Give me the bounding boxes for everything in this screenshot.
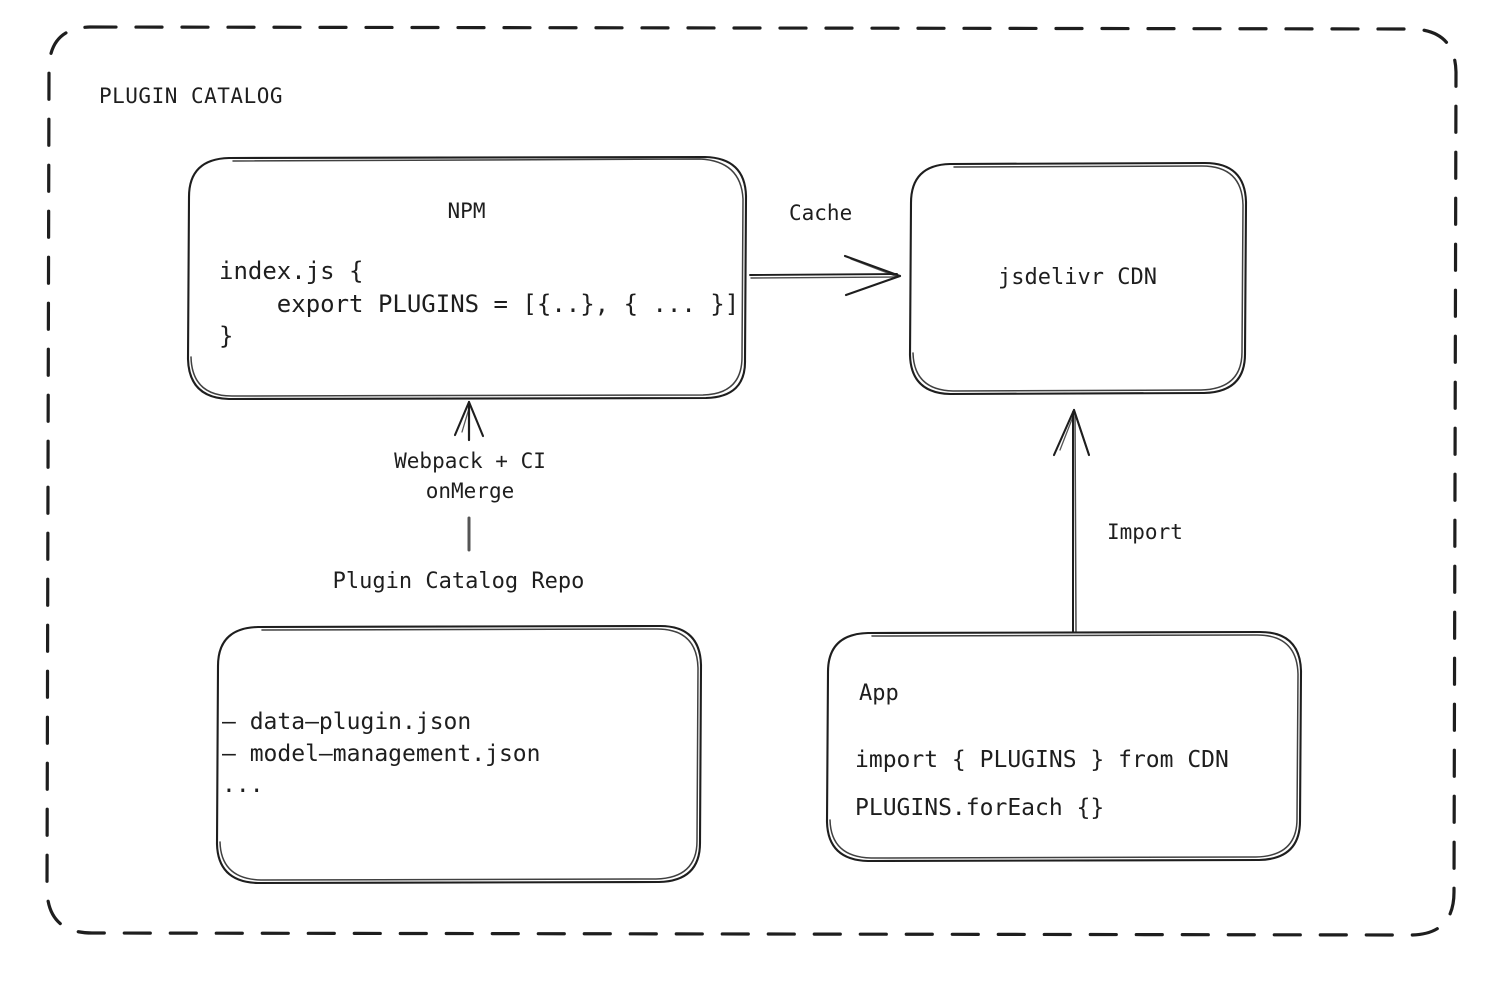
app-code-line-import: import { PLUGINS } from CDN [855, 747, 1229, 773]
npm-node-title: NPM [447, 199, 486, 223]
app-node-title: App [859, 681, 899, 706]
webpack-edge-label: Webpack + CI onMerge [394, 449, 546, 503]
app-node-code: import { PLUGINS } from CDN PLUGINS.forEa… [855, 736, 1229, 833]
cache-edge-label: Cache [789, 201, 853, 225]
import-edge-label: Import [1107, 520, 1183, 544]
cdn-node-title: jsdelivr CDN [998, 265, 1157, 290]
npm-node-code: index.js { export PLUGINS = [{..}, { ...… [219, 257, 740, 351]
repo-node-title: Plugin Catalog Repo [332, 569, 585, 594]
app-code-line-foreach: PLUGINS.forEach {} [855, 795, 1105, 822]
cache-arrow [749, 254, 902, 297]
plugin-catalog-title: PLUGIN CATALOG [99, 84, 284, 108]
import-arrow [1052, 408, 1091, 633]
repo-node-file-list: – data–plugin.json – model–management.js… [222, 709, 541, 799]
